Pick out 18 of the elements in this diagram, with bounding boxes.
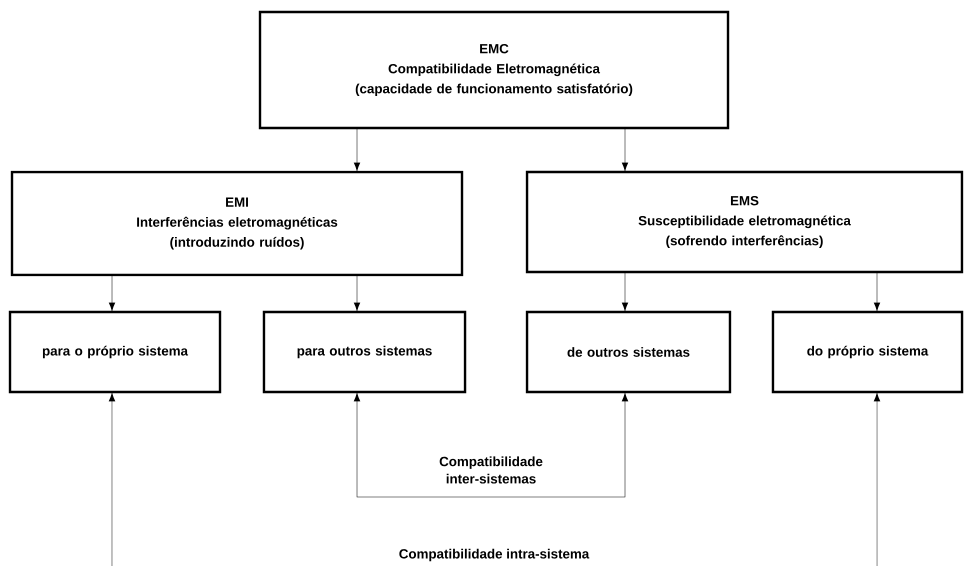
arrow — [108, 274, 116, 312]
arrow — [354, 274, 360, 312]
process-box: para outros sistemas — [262, 310, 466, 394]
process-box: EMS Susceptibilidade eletromagnética (sofrendo interferências) — [526, 170, 964, 274]
arrow — [874, 272, 880, 312]
arrow — [108, 392, 116, 566]
process-box: EMI Interferências eletromagnéticas (introduzindo ruídos) — [10, 170, 464, 276]
process-box: de outros sistemas — [526, 310, 732, 394]
arrow — [622, 128, 628, 172]
arrow — [622, 272, 628, 312]
process-box: do próprio sistema — [772, 310, 964, 394]
process-box: para o próprio sistema — [8, 310, 222, 394]
arrow — [354, 128, 360, 172]
arrow — [874, 392, 880, 566]
edge-label: Compatibilidade inter-sistemas — [440, 456, 542, 484]
caption-text: Compatibilidade intra-sistema — [399, 548, 590, 562]
connector-arrow — [354, 392, 628, 498]
process-box: EMC Compatibilidade Eletromagnética (capacidade de funcionamento satisfatório) — [258, 10, 730, 130]
